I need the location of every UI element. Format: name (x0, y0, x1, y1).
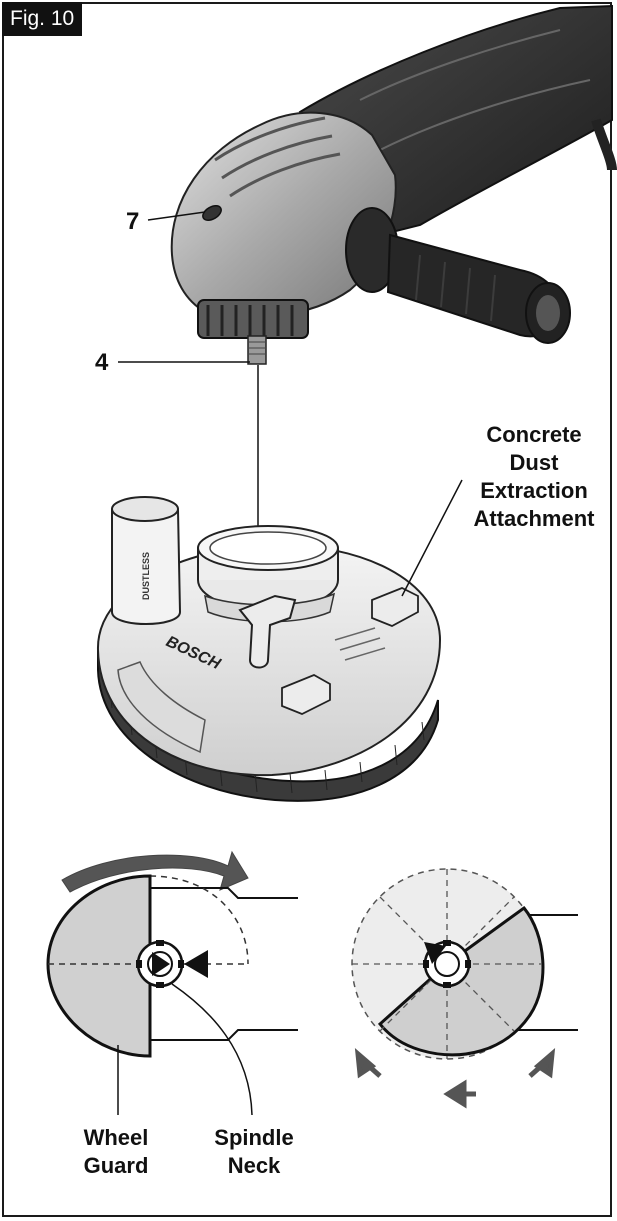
attachment-leader (401, 479, 463, 597)
angle-grinder (170, 4, 617, 365)
direction-arrow-bottom (443, 1079, 476, 1109)
wheel-guard-label-line-1: Wheel (84, 1125, 149, 1150)
attachment-label: Concrete Dust Extraction Attachment (473, 422, 595, 531)
spindle-neck-leader (171, 983, 253, 1116)
spindle-lock-button (202, 205, 222, 221)
attachment-tab-2 (281, 674, 331, 715)
tool-marker-triangle (184, 950, 208, 978)
guard-marker-triangle (152, 952, 170, 976)
callout-7: 7 (126, 208, 139, 235)
wheel-guard-label: Wheel Guard (84, 1125, 149, 1178)
attachment-label-line-3: Extraction (480, 478, 588, 503)
spindle-neck-label-line-2: Neck (228, 1153, 281, 1178)
wheel-guard-shape (46, 874, 152, 1058)
wheel-guard-label-line-2: Guard (84, 1153, 149, 1178)
rotation-arrow (61, 850, 249, 893)
callout-4: 4 (95, 349, 109, 376)
attachment-tab-1 (371, 587, 419, 627)
figure-label: Fig. 10 (2, 2, 83, 36)
right-marker-triangle (424, 942, 446, 964)
tube-text: DUSTLESS (141, 552, 151, 600)
direction-arrow-right (528, 1048, 556, 1079)
attachment-label-line-1: Concrete (486, 422, 581, 447)
guard-alignment-diagram-left (46, 850, 298, 1058)
dust-port-tube: DUSTLESS (111, 496, 182, 625)
spindle-neck-label-line-1: Spindle (214, 1125, 293, 1150)
direction-arrow-left (354, 1048, 382, 1079)
guard-alignment-diagram-right (351, 868, 578, 1109)
clamp-lever (238, 594, 297, 669)
callout-7-leader (147, 211, 206, 221)
grinder-cable (591, 118, 617, 171)
grinder-spindle (247, 335, 267, 365)
dust-extraction-attachment: DUSTLESS BOSCH (96, 496, 442, 802)
side-handle (345, 207, 571, 344)
attachment-label-line-2: Dust (510, 450, 560, 475)
attachment-label-line-4: Attachment (473, 506, 595, 531)
attachment-center-ring (197, 525, 339, 623)
spindle-neck-label: Spindle Neck (214, 1125, 293, 1178)
